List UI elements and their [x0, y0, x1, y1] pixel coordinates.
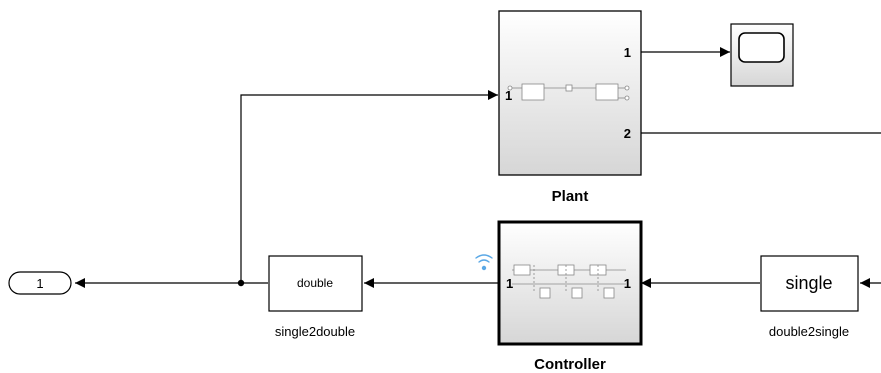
single2double-label: single2double	[275, 324, 355, 339]
wireless-icon	[475, 254, 493, 271]
signal-branch-to-plant[interactable]	[240, 90, 498, 283]
single2double-block[interactable]: double	[268, 255, 363, 312]
controller-block[interactable]: 1 1	[497, 220, 643, 346]
plant-out-port-1-label: 1	[624, 45, 631, 60]
branch-point	[237, 279, 245, 287]
double2single-text: single	[785, 273, 832, 293]
outport-number: 1	[36, 276, 43, 291]
signal-lines	[75, 47, 881, 288]
controller-name: Controller	[534, 356, 606, 373]
plant-out-port-2-label: 2	[624, 126, 631, 141]
double2single-block[interactable]: single	[760, 255, 859, 312]
controller-thumbnail-icon	[512, 264, 626, 299]
double2single-label: double2single	[769, 324, 849, 339]
scope-block[interactable]	[730, 23, 794, 87]
scope-icon	[738, 32, 785, 63]
plant-thumbnail-icon	[507, 83, 630, 101]
plant-name: Plant	[552, 188, 589, 205]
single2double-text: double	[297, 276, 333, 290]
plant-in-port-label: 1	[505, 88, 512, 103]
controller-in-port-label: 1	[506, 276, 513, 291]
outport-block[interactable]: 1	[8, 271, 72, 295]
plant-block[interactable]: 1 1 2	[498, 10, 642, 176]
controller-out-port-label: 1	[624, 276, 631, 291]
